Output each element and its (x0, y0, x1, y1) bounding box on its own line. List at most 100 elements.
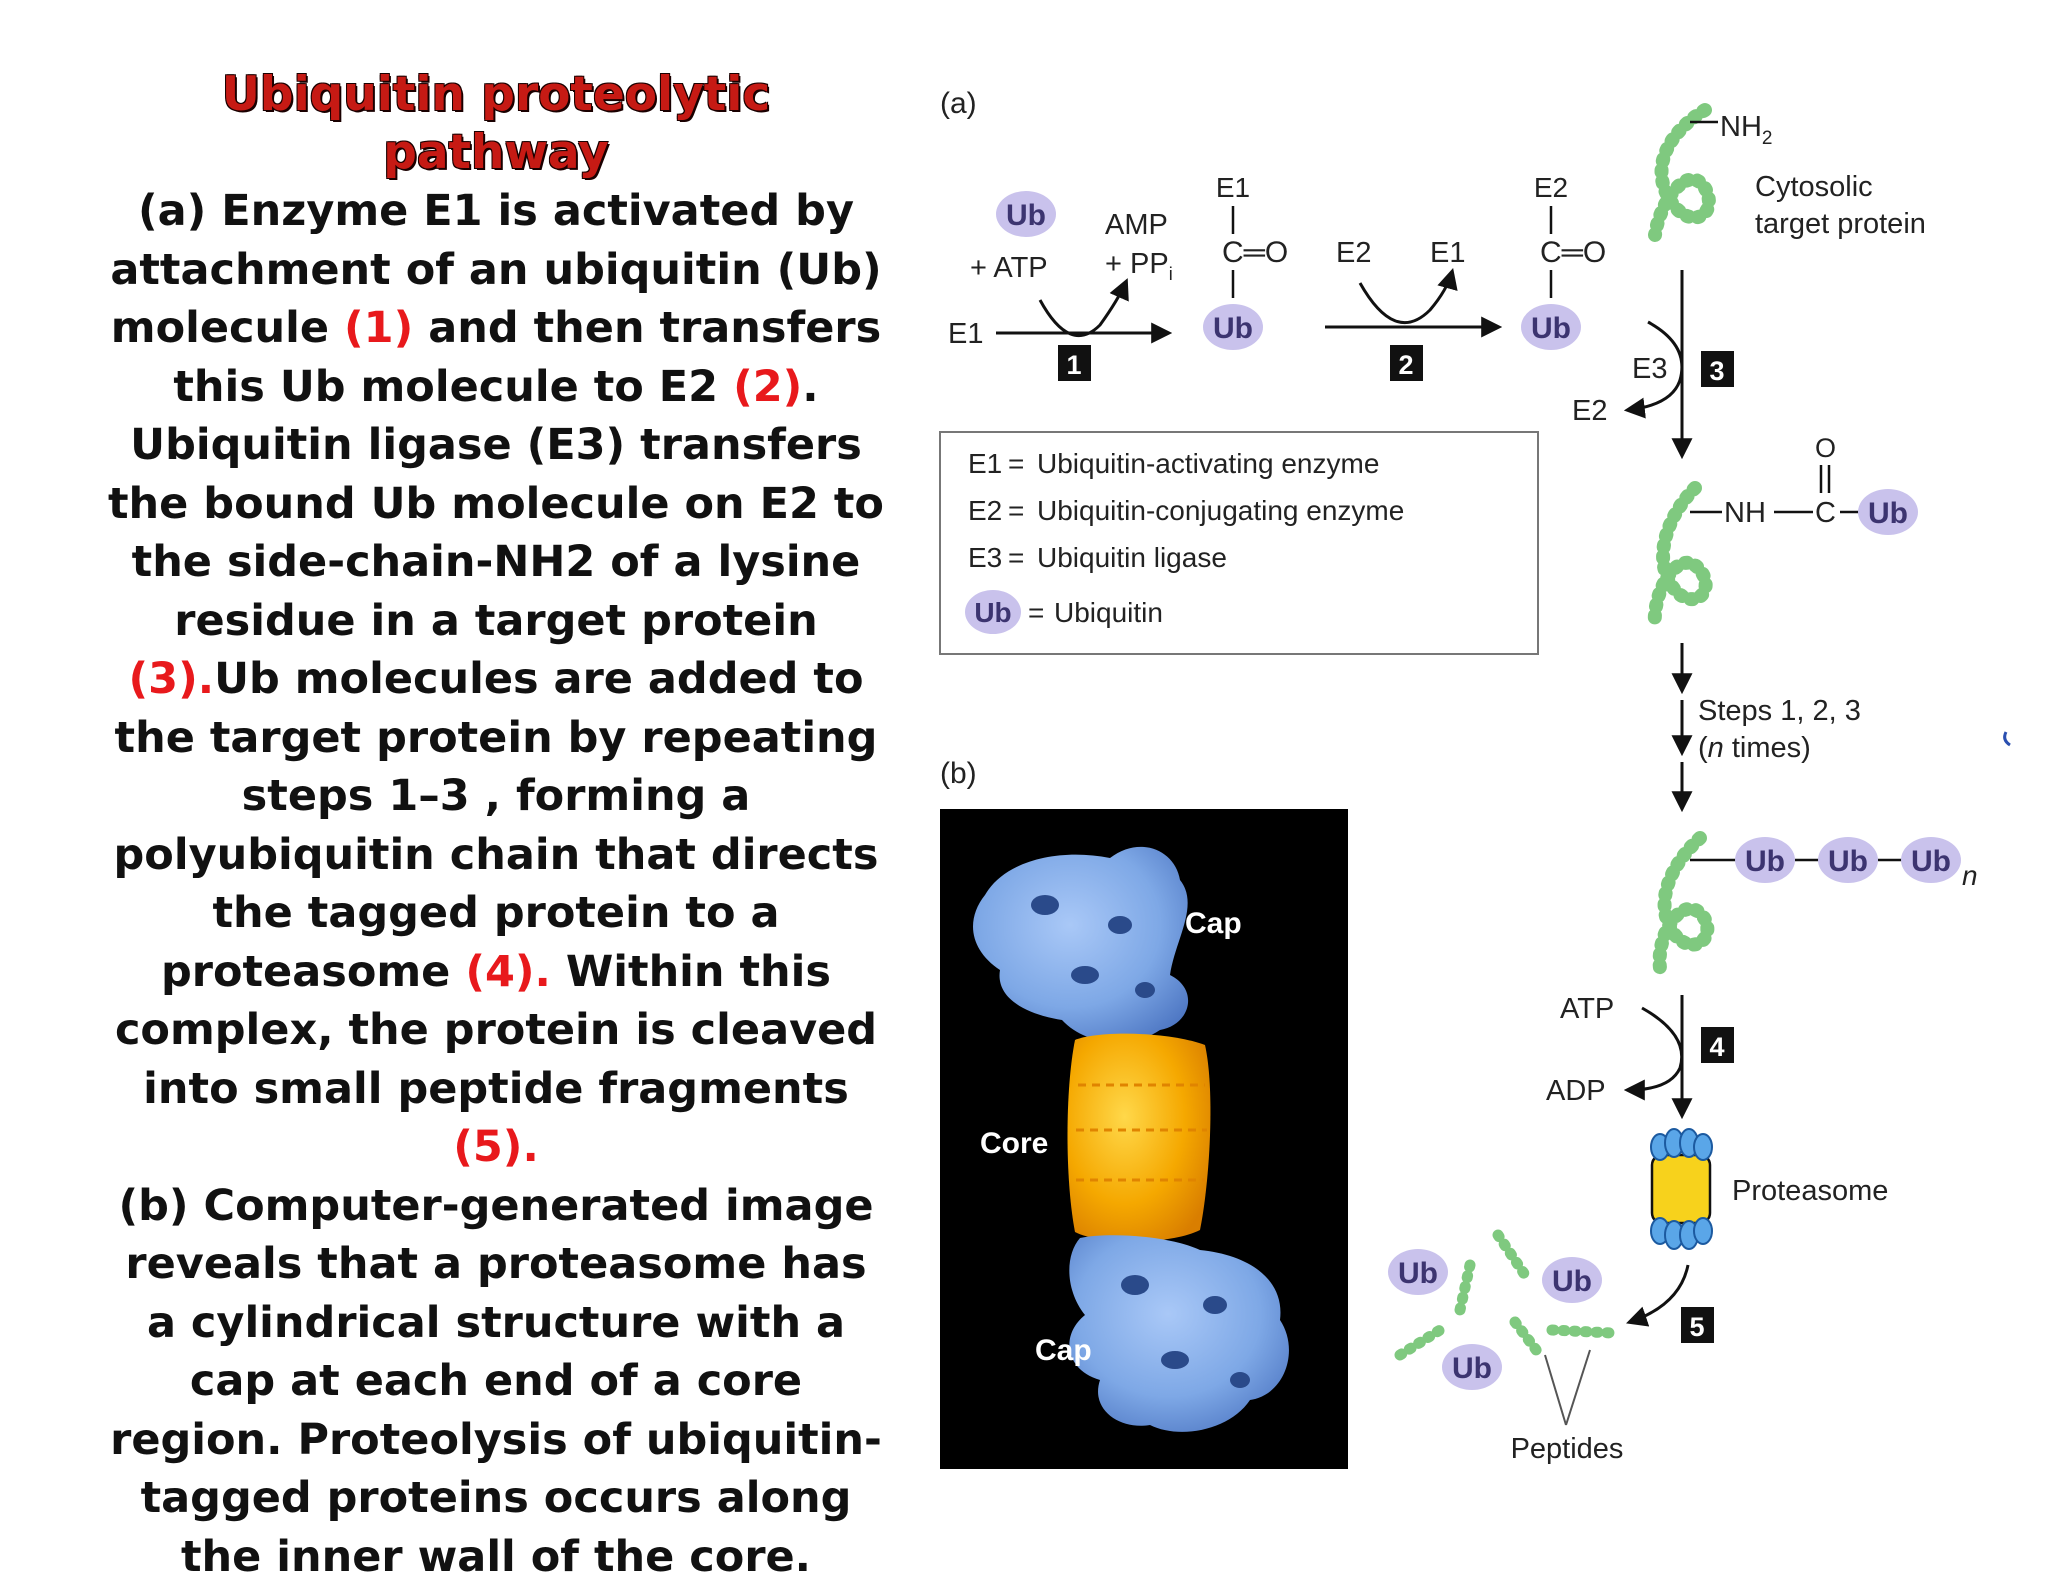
peptides-label: Peptides (1511, 1433, 1624, 1465)
panel-a-label: (a) (940, 87, 977, 120)
nh-label: NH (1724, 497, 1766, 529)
ub-label: Ub (1398, 1257, 1438, 1290)
legend-value-e2: Ubiquitin-conjugating enzyme (1037, 495, 1404, 526)
cap-cavity (1161, 1351, 1189, 1369)
step-3-number: 3 (1709, 356, 1724, 386)
panel-b-label: (b) (940, 757, 977, 790)
ppi-label: + PPi (1105, 248, 1173, 284)
e2-label: E2 (1534, 172, 1568, 203)
e1-label: E1 (1216, 172, 1250, 203)
legend-value-e1: Ubiquitin-activating enzyme (1037, 448, 1379, 479)
step-4-group: ATP ADP 4 (1546, 993, 1734, 1115)
step-1-number: 1 (1066, 350, 1081, 380)
peptide-fragment (1460, 1265, 1470, 1310)
e1-ub-complex: E1 C═O Ub (1203, 172, 1288, 350)
legend-equals: = (1008, 448, 1024, 479)
ub-label: Ub (1745, 845, 1785, 878)
n-times-n: n (1708, 732, 1724, 764)
core-cylinder (1068, 1034, 1211, 1242)
peptide-fragment (1400, 1330, 1440, 1355)
cap-label-bottom: Cap (1035, 1334, 1092, 1367)
step-5-arrow (1630, 1265, 1688, 1322)
ub-label: Ub (1006, 199, 1046, 232)
amp-label: AMP (1105, 209, 1168, 241)
cap-cavity (1031, 895, 1059, 915)
repeat-steps-group: Steps 1, 2, 3 (n times) (1682, 643, 1861, 808)
ppi-subscript: i (1169, 264, 1173, 284)
ubiquitin-pathway-figure: (a) (b) Ub + ATP AMP + PPi E1 1 E1 C═O U… (0, 0, 2048, 1536)
legend-key-e1: E1 (968, 448, 1002, 479)
legend-key-ub: Ub (974, 597, 1011, 628)
nh2-label: NH2 (1720, 111, 1772, 149)
ub-label: Ub (1868, 497, 1908, 530)
ubiquitinated-protein-group: NH C O Ub (1655, 433, 1918, 625)
proteasome-core (1652, 1155, 1710, 1223)
cap-cavity (1108, 916, 1132, 934)
n-subscript: n (1962, 860, 1978, 891)
step-4-number: 4 (1709, 1032, 1724, 1062)
e2-released-label: E2 (1572, 395, 1607, 427)
proteasome-structure-image: Cap Core Cap (940, 809, 1348, 1469)
adp-label: ADP (1546, 1075, 1606, 1107)
protein-chain (1655, 488, 1706, 625)
ub-label: Ub (1911, 845, 1951, 878)
protein-chain (1655, 110, 1709, 235)
cap-cavity (1121, 1275, 1149, 1295)
step-1-curve-arrow (1040, 282, 1126, 336)
peptide-fragment (1498, 1235, 1525, 1275)
target-protein-group: NH2 Cytosolic target protein (1655, 110, 1926, 240)
e1-reactant-label: E1 (948, 318, 983, 350)
core-label: Core (980, 1127, 1048, 1160)
pointer-line (1545, 1355, 1566, 1425)
target-protein-label: target protein (1755, 208, 1926, 240)
step-3-group: E3 E2 3 (1572, 270, 1734, 455)
cap-cavity (1230, 1372, 1250, 1388)
cap-cavity (1071, 966, 1099, 984)
step-5-group: 5 Ub Ub Ub Peptides (1388, 1235, 1714, 1465)
n-times-close: times) (1724, 732, 1811, 764)
core-shape (1068, 1034, 1211, 1242)
atp-input-label: + ATP (970, 252, 1048, 284)
ub-label: Ub (1552, 1265, 1592, 1298)
proteasome-icon: Proteasome (1651, 1129, 1888, 1249)
step-5-number: 5 (1689, 1312, 1704, 1342)
ub-label: Ub (1213, 312, 1253, 345)
nh2-text: NH (1720, 111, 1762, 143)
ub-label: Ub (1531, 312, 1571, 345)
carbon-label: C (1815, 497, 1836, 529)
peptide-fragment (1515, 1322, 1540, 1355)
e2-reactant-label: E2 (1336, 237, 1371, 269)
legend-key-e2: E2 (968, 495, 1002, 526)
legend-key-e3: E3 (968, 542, 1002, 573)
cytosolic-label: Cytosolic (1755, 171, 1873, 203)
ub-label: Ub (1452, 1352, 1492, 1385)
legend-equals: = (1028, 597, 1044, 628)
cap-cavity (1135, 982, 1155, 998)
ppi-text: + PP (1105, 248, 1169, 280)
legend-equals: = (1008, 542, 1024, 573)
proteasome-cap-lobe (1694, 1134, 1712, 1160)
peptide-fragment (1552, 1330, 1612, 1333)
pointer-line (1566, 1350, 1590, 1425)
polyubiquitinated-protein-group: Ub Ub Ub n (1660, 837, 1978, 968)
cap-label-top: Cap (1185, 907, 1242, 940)
step-1-group: Ub + ATP AMP + PPi E1 1 (948, 191, 1173, 381)
oxygen-label: O (1815, 433, 1836, 463)
protein-chain (1660, 838, 1708, 968)
step-4-curve-arrow (1628, 1008, 1682, 1090)
atp-label: ATP (1560, 993, 1614, 1025)
n-times-label: (n times) (1698, 732, 1811, 764)
proteasome-label: Proteasome (1732, 1175, 1888, 1207)
slide: Ubiquitin proteolytic pathway (a) Enzyme… (0, 0, 2048, 1536)
ub-label: Ub (1828, 845, 1868, 878)
carbonyl-label: C═O (1222, 236, 1288, 269)
edge-mark (2005, 732, 2010, 745)
legend-value-ub: Ubiquitin (1054, 597, 1163, 628)
proteasome-cap-lobe (1694, 1218, 1712, 1244)
nh2-subscript: 2 (1762, 128, 1773, 149)
step-2-number: 2 (1398, 350, 1413, 380)
steps-repeat-label: Steps 1, 2, 3 (1698, 695, 1861, 727)
legend-equals: = (1008, 495, 1024, 526)
e1-product-label: E1 (1430, 237, 1465, 269)
carbonyl-label: C═O (1540, 236, 1606, 269)
